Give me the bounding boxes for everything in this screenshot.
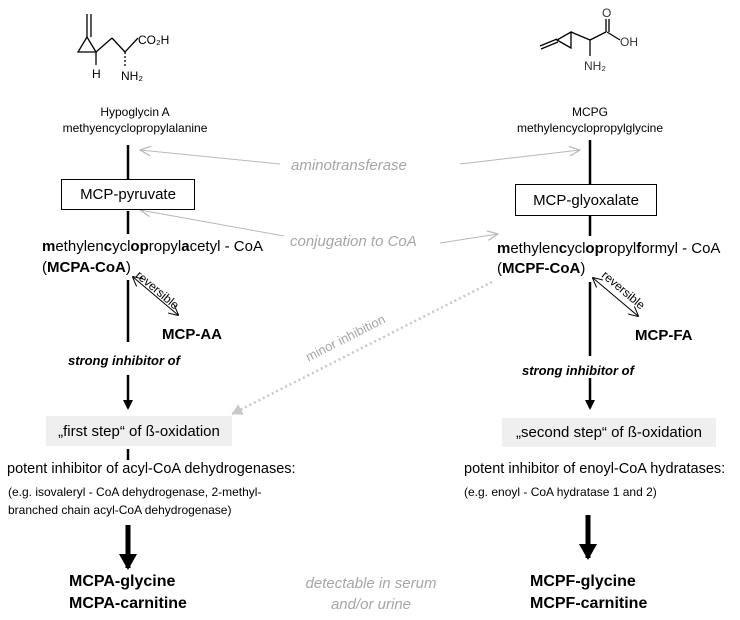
mcp-pyruvate-box: MCP-pyruvate — [61, 179, 195, 210]
right-coa-part: ethylen — [510, 240, 559, 257]
mcpg-structure — [539, 19, 621, 56]
left-potent-text: potent inhibitor of acyl-CoA dehydrogena… — [7, 461, 296, 477]
nh2-label-right: NH₂ — [584, 59, 606, 73]
right-final-product-2: MCPF-carnitine — [530, 595, 648, 612]
left-final-product-1: MCPA-glycine — [69, 573, 176, 590]
aminotransferase-label: aminotransferase — [291, 157, 407, 174]
left-coa-abbr-text: MCPA-CoA — [47, 259, 126, 276]
oh-label: OH — [620, 35, 638, 49]
left-coa-part: op — [130, 238, 149, 255]
mcpg-name: MCPG — [572, 105, 608, 119]
right-final-product-1: MCPF-glycine — [530, 573, 636, 590]
right-coa-part: ycl — [567, 240, 586, 257]
left-coa-part: ethylen — [55, 238, 104, 255]
right-example-line1: (e.g. enoyl - CoA hydratase 1 and 2) — [464, 485, 657, 499]
minor-inhibition-arrow — [231, 280, 493, 416]
conjugation-label: conjugation to CoA — [290, 233, 417, 250]
left-coa-part: ropyl — [148, 238, 182, 255]
left-coa-name: methylencyclopropylacetyl - CoA — [42, 237, 263, 256]
cyclopropane-ring-left — [76, 35, 98, 53]
left-coa-part: m — [42, 238, 56, 255]
right-coa-abbr: (MCPF-CoA) — [497, 260, 586, 277]
left-coa-part: cetyl - CoA — [189, 238, 263, 255]
mcpg-subname: methylencyclopropylglycine — [516, 121, 664, 135]
hypoglycin-a-structure — [76, 14, 139, 66]
cyclopropane-ring-right — [555, 30, 572, 50]
left-coa-part: c — [103, 238, 113, 255]
left-coa-part: a — [181, 238, 190, 255]
right-side-product: MCP-FA — [635, 327, 693, 344]
left-example-line1: (e.g. isovaleryl - CoA dehydrogenase, 2-… — [8, 485, 262, 499]
first-step-box: „first step“ of ß-oxidation — [46, 416, 232, 446]
hypoglycin-a-subname: methyencyclopropylalanine — [62, 121, 208, 135]
right-potent-text: potent inhibitor of enoyl-CoA hydratases… — [464, 461, 726, 477]
left-strong-inhibitor: strong inhibitor of — [68, 353, 180, 368]
right-strong-inhibitor: strong inhibitor of — [522, 363, 634, 378]
left-example-line2: branched chain acyl-CoA dehydrogenase) — [8, 503, 232, 517]
right-coa-abbr-text: MCPF-CoA — [502, 260, 581, 277]
right-coa-part: f — [636, 240, 642, 257]
left-coa-abbr: (MCPA-CoA) — [42, 259, 131, 276]
right-coa-part: c — [558, 240, 568, 257]
hypoglycin-a-name: Hypoglycin A — [100, 105, 170, 119]
aminotransferase-arrow-right — [459, 150, 580, 165]
co2h-label: CO₂H — [138, 33, 170, 47]
right-coa-name: methylencyclopropylformyl - CoA — [497, 239, 720, 258]
right-coa-part: ropyl — [603, 240, 637, 257]
second-step-box: „second step“ of ß-oxidation — [502, 418, 716, 447]
left-reversible-arrow — [133, 277, 178, 315]
left-side-product: MCP-AA — [162, 326, 222, 343]
left-coa-part: ycl — [112, 238, 131, 255]
aminotransferase-arrow-left — [140, 150, 281, 165]
conjugation-arrow-right — [439, 234, 498, 244]
detectable-line1: detectable in serum — [305, 575, 437, 592]
right-reversible-arrow — [593, 278, 638, 316]
right-coa-part: m — [497, 240, 511, 257]
left-final-product-2: MCPA-carnitine — [69, 595, 187, 612]
right-coa-part: ormyl - CoA — [641, 240, 721, 257]
o-label: O — [602, 6, 612, 20]
detectable-line2: and/or urine — [330, 596, 412, 613]
mcp-glyoxalate-box: MCP-glyoxalate — [515, 184, 657, 216]
right-coa-part: op — [585, 240, 604, 257]
nh2-label-left: NH₂ — [121, 69, 143, 83]
conjugation-arrow-left — [140, 210, 285, 237]
h-atom-label: H — [92, 67, 101, 81]
